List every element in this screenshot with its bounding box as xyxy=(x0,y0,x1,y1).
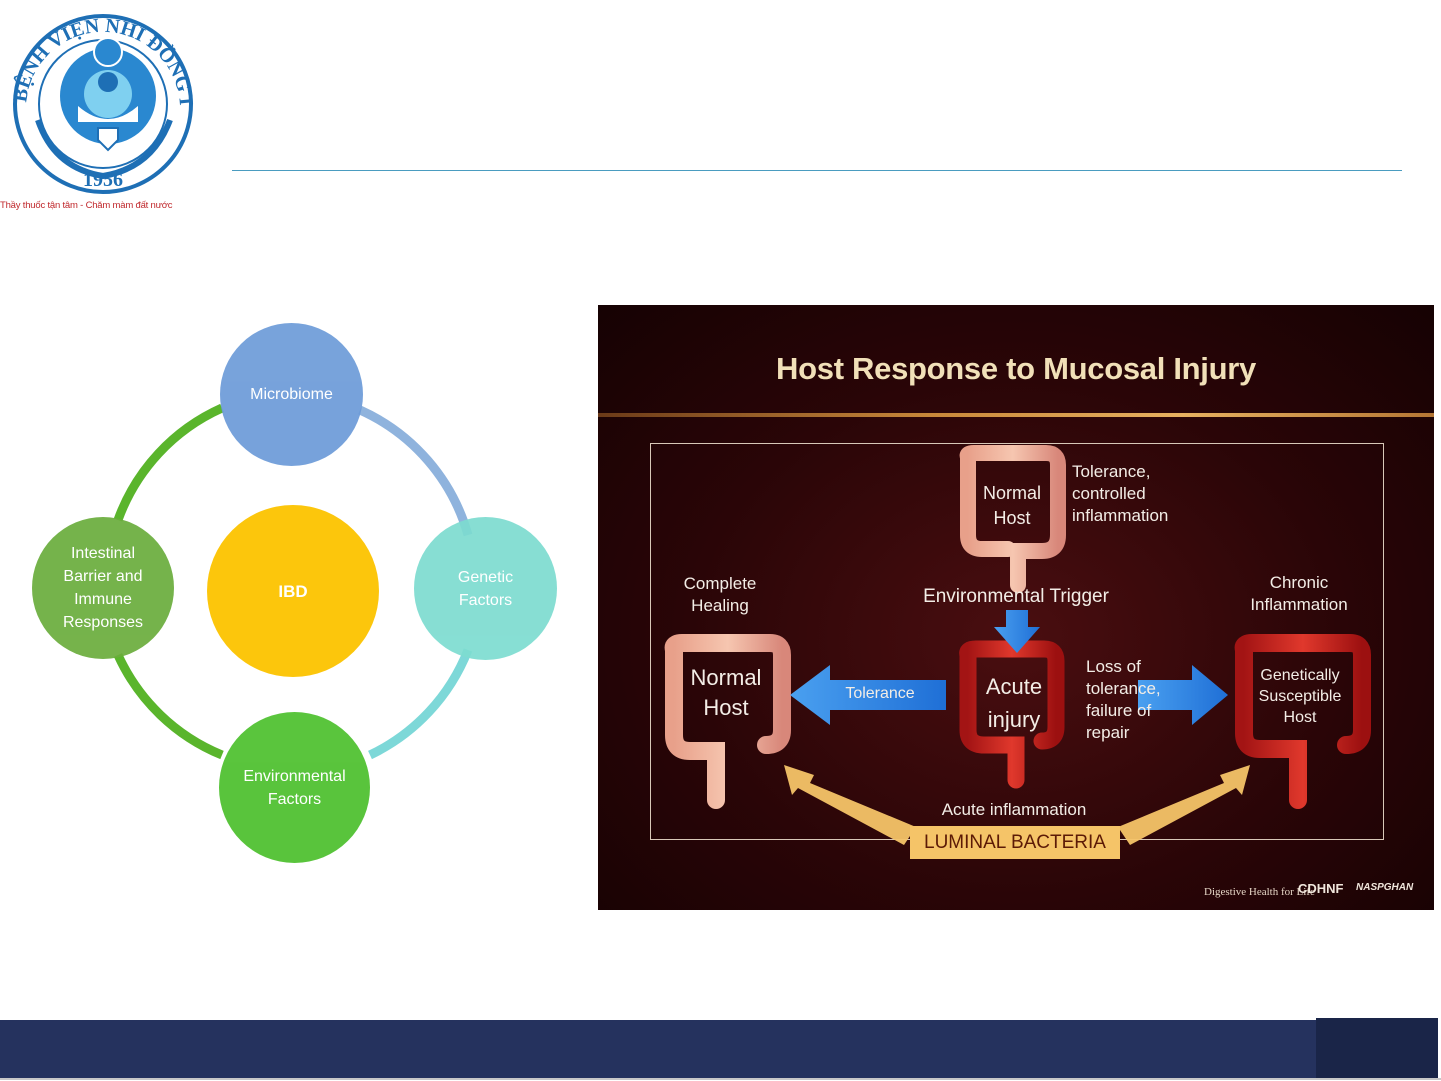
slide-title-rule xyxy=(598,413,1434,417)
loss-line-2: tolerance, xyxy=(1086,679,1161,698)
left-colon-line-1: Normal xyxy=(690,665,762,690)
footer-page-box xyxy=(1316,1018,1438,1078)
center-colon-line-2: injury xyxy=(987,707,1041,732)
intestinal-line-4: Responses xyxy=(62,614,144,631)
logo-naspghan: NASPGHAN xyxy=(1356,882,1414,893)
center-colon-label: Acute injury xyxy=(972,670,1056,736)
cycle-ring xyxy=(113,403,473,760)
node-microbiome: Microbiome xyxy=(220,323,363,466)
right-colon-line-1: Genetically xyxy=(1260,667,1340,684)
intestinal-line-1: Intestinal xyxy=(70,545,136,562)
chronic-line-1: Chronic xyxy=(1269,573,1329,592)
host-response-slide: Host Response to Mucosal Injury xyxy=(598,305,1434,910)
header-divider xyxy=(232,170,1402,171)
loss-line-4: repair xyxy=(1086,723,1130,742)
node-microbiome-label: Microbiome xyxy=(250,386,333,403)
arrow-bacteria-right xyxy=(1118,765,1250,845)
loss-line-1: Loss of xyxy=(1086,657,1141,676)
svg-text:1956: 1956 xyxy=(83,169,123,191)
center-colon-line-1: Acute xyxy=(985,674,1043,699)
environmental-trigger-label: Environmental Trigger xyxy=(923,586,1109,607)
top-colon-line-2: Host xyxy=(993,508,1031,528)
node-ibd-center: IBD xyxy=(207,505,379,677)
genetic-line-1: Genetic xyxy=(457,568,514,586)
footer-rule xyxy=(0,1078,1441,1080)
logo-cdhnf: CDHNF xyxy=(1298,881,1344,896)
acute-inflammation-label: Acute inflammation xyxy=(941,800,1087,819)
hospital-tagline: Thầy thuốc tận tâm - Chăm màm đất nước xyxy=(0,200,173,211)
ibd-label: IBD xyxy=(278,581,308,601)
loss-of-tolerance-label: Loss of tolerance, failure of repair xyxy=(1086,656,1176,744)
intestinal-line-2: Barrier and xyxy=(63,568,143,585)
intestinal-line-3: Immune xyxy=(74,591,132,608)
luminal-bacteria-label: LUMINAL BACTERIA xyxy=(910,826,1120,859)
environmental-line-1: Environmental xyxy=(243,767,346,785)
genetic-line-2: Factors xyxy=(458,591,513,609)
colon-center-acute xyxy=(959,640,1065,789)
complete-healing-line-2: Healing xyxy=(691,596,749,615)
tolerance-arrow-label: Tolerance xyxy=(845,685,915,702)
colon-left-normal xyxy=(664,634,791,809)
chronic-line-2: Inflammation xyxy=(1250,595,1348,614)
arc-genetic-environmental xyxy=(368,648,473,760)
colon-top-normal xyxy=(959,445,1066,593)
loss-line-3: failure of xyxy=(1086,701,1152,720)
arrow-down-trigger xyxy=(994,610,1040,653)
arc-intestinal-microbiome xyxy=(113,403,224,522)
hospital-logo: BỆNH VIỆN NHI ĐỒNG I 1956 xyxy=(9,14,194,194)
arrow-tolerance-left xyxy=(790,665,946,725)
tolerance-note-line-2: controlled xyxy=(1072,484,1146,503)
tolerance-controlled-note: Tolerance, controlled inflammation xyxy=(1072,461,1202,527)
top-colon-line-1: Normal xyxy=(982,483,1041,503)
tolerance-note-line-1: Tolerance, xyxy=(1072,462,1151,481)
footer-bar xyxy=(0,1020,1316,1078)
arc-environmental-intestinal xyxy=(113,653,224,760)
right-colon-line-3: Host xyxy=(1283,709,1317,726)
right-colon-line-2: Susceptible xyxy=(1258,688,1342,705)
arc-microbiome-genetic xyxy=(358,405,473,537)
arrow-bacteria-left xyxy=(784,765,916,845)
tolerance-note-line-3: inflammation xyxy=(1072,506,1169,525)
left-colon-line-2: Host xyxy=(703,695,749,720)
colon-right-susceptible xyxy=(1234,634,1371,809)
slide-graphics: Digestive Health for Life CDHNF NASPGHAN xyxy=(664,445,1414,898)
logo-digestive-health: Digestive Health for Life xyxy=(1204,886,1315,898)
complete-healing-line-1: Complete xyxy=(683,574,757,593)
environmental-line-2: Factors xyxy=(267,790,322,808)
arrow-loss-right xyxy=(1138,665,1228,725)
sponsor-logos: Digestive Health for Life CDHNF NASPGHAN xyxy=(1204,881,1414,898)
slide-title: Host Response to Mucosal Injury xyxy=(776,351,1256,386)
